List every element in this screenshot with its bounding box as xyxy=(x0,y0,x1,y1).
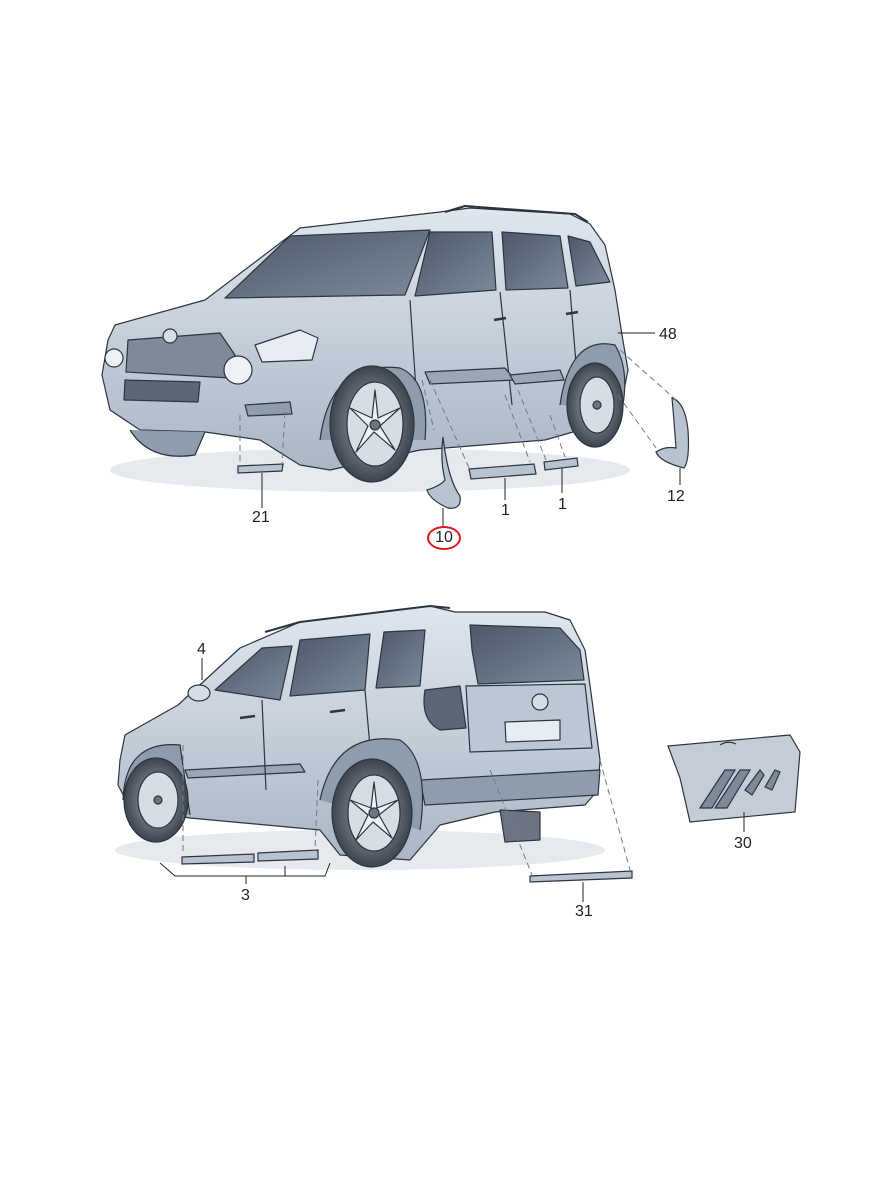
callout-3[interactable]: 3 xyxy=(241,887,250,904)
rear-leader-lines xyxy=(182,745,631,876)
part-1-strip-a xyxy=(468,463,537,480)
callout-4[interactable]: 4 xyxy=(197,641,206,658)
part-31-strip xyxy=(529,870,633,883)
callout-48[interactable]: 48 xyxy=(659,326,677,343)
callout-30[interactable]: 30 xyxy=(734,835,752,852)
part-21-strip xyxy=(237,463,284,474)
callout-1-b[interactable]: 1 xyxy=(558,496,567,513)
vehicle-front-view xyxy=(101,205,630,492)
front-callout-lines xyxy=(261,332,681,526)
callout-31[interactable]: 31 xyxy=(575,903,593,920)
part-10-mud-flap xyxy=(426,436,461,509)
front-leader-lines xyxy=(239,349,677,471)
callout-21[interactable]: 21 xyxy=(252,509,270,526)
part-12-mud-flap xyxy=(655,397,690,469)
callout-1-a[interactable]: 1 xyxy=(501,502,510,519)
front-view-parts xyxy=(237,397,690,509)
rear-callout-lines xyxy=(159,658,745,902)
rear-view-parts xyxy=(181,734,801,883)
callout-12[interactable]: 12 xyxy=(667,488,685,505)
vehicle-rear-view xyxy=(115,605,605,870)
part-1-strip-b xyxy=(543,457,579,471)
part-3-strip-b xyxy=(257,849,319,862)
callout-10-highlighted[interactable]: 10 xyxy=(427,526,461,550)
part-3-strip-a xyxy=(181,853,255,865)
